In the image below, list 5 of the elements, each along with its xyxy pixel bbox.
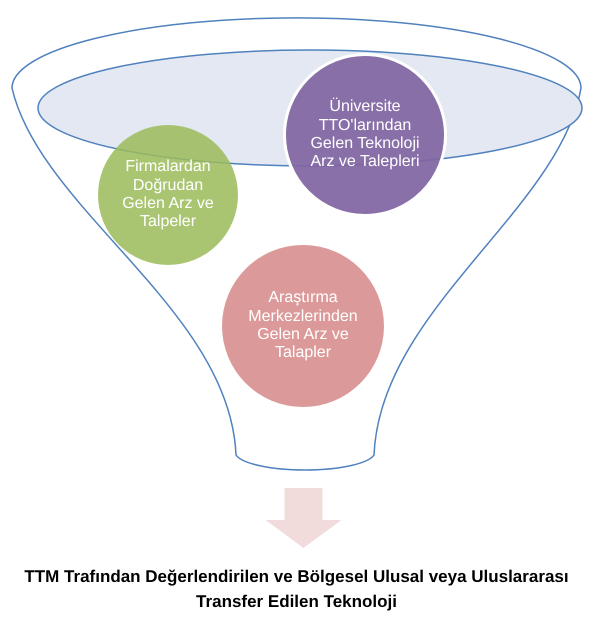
node-text: Firmalardan Doğrudan Gelen Arz ve Talpeler [121, 158, 215, 232]
node-text: TTM Trafından Değerlendirilen ve Bölgesel Ulusal veya Uluslararası Transfer Edilen Teknoloji [23, 566, 570, 613]
node-text: Üniversite TTO'larından Gelen Teknoloji Arz ve Talepleri [309, 98, 421, 172]
node-text: Araştırma Merkezlerinden Gelen Arz ve Talapler [247, 289, 359, 363]
block-arrow [266, 488, 342, 548]
